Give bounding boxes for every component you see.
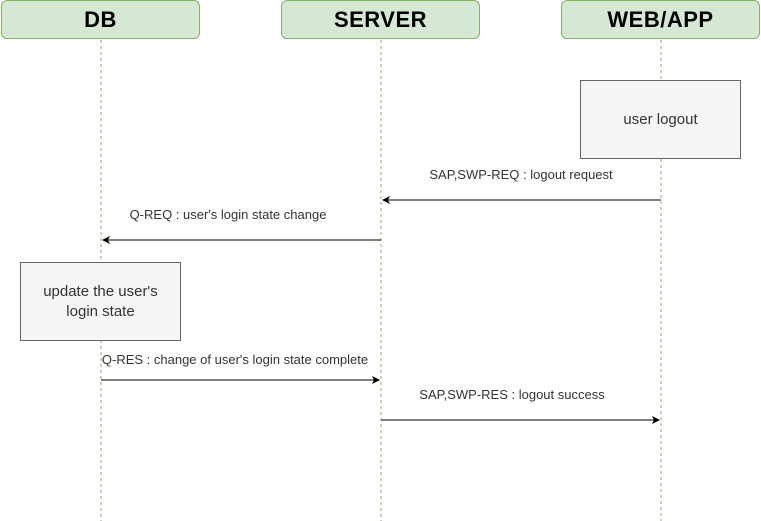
- participant-db: DB: [1, 0, 200, 39]
- note-update-login-state-text: update the user's login state: [43, 283, 158, 320]
- message-label-logout-request: SAP,SWP-REQ : logout request: [429, 167, 613, 182]
- participant-web-app: WEB/APP: [561, 0, 760, 39]
- participant-server: SERVER: [281, 0, 480, 39]
- note-user-logout: user logout: [580, 80, 741, 159]
- message-label-logout-success: SAP,SWP-RES : logout success: [419, 387, 605, 402]
- note-user-logout-text: user logout: [623, 110, 698, 128]
- note-update-login-state: update the user's login state: [20, 262, 181, 341]
- message-label-login-state-complete: Q-RES : change of user's login state com…: [101, 352, 369, 367]
- message-label-login-state-change: Q-REQ : user's login state change: [129, 207, 327, 222]
